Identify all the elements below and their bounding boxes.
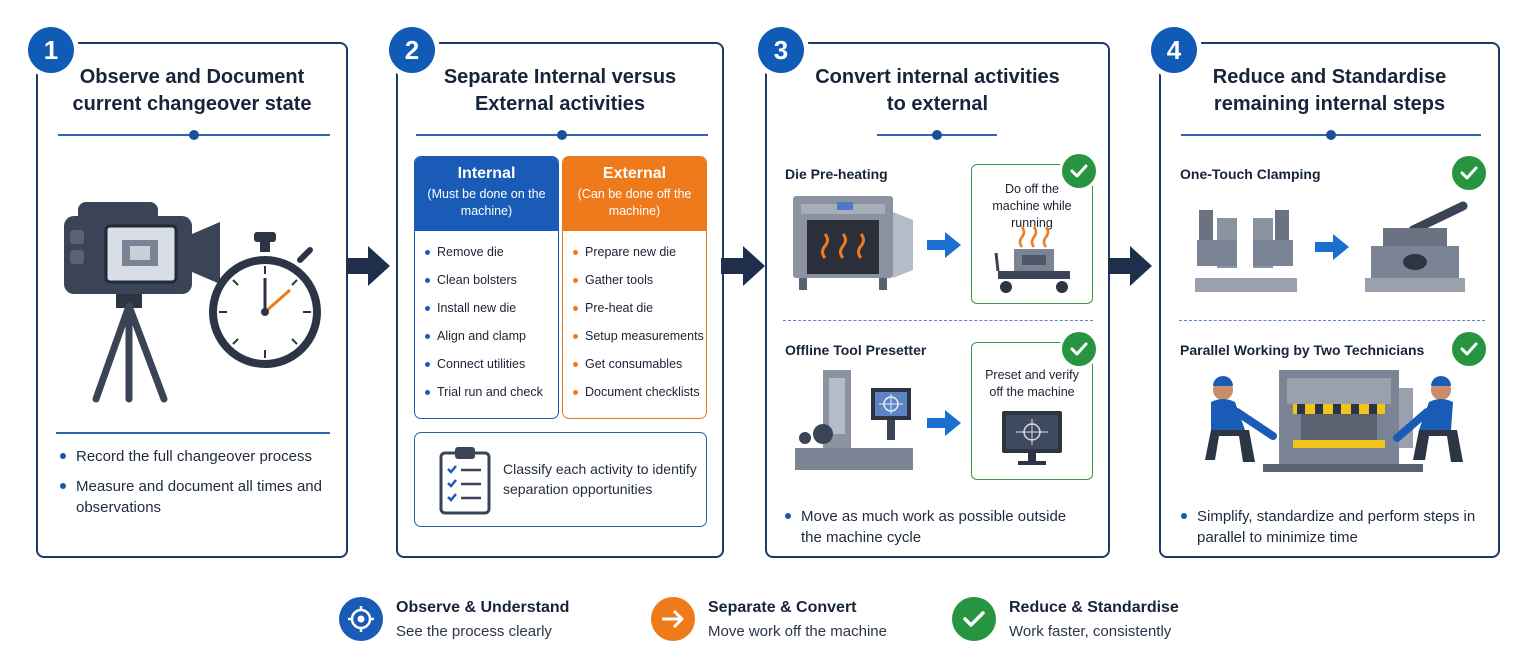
step-4-divider [1181, 130, 1481, 140]
check-icon [1452, 332, 1486, 366]
legend-subtitle: Work faster, consistently [1009, 623, 1172, 640]
step-1-bullets: Record the full changeover process Measu… [60, 446, 330, 527]
list-item: Gather tools [572, 273, 706, 301]
bullet: Measure and document all times and obser… [60, 476, 330, 518]
oven-icon [793, 196, 913, 290]
bullet: Move as much work as possible outside th… [785, 506, 1085, 548]
step-1-number-badge: 1 [28, 27, 74, 73]
list-item: Clean bolsters [424, 273, 558, 301]
step-4-number-badge: 4 [1151, 27, 1197, 73]
video-camera-icon [64, 202, 220, 403]
legend-separate: Separate & Convert Move work off the mac… [651, 597, 901, 643]
step-3-number-badge: 3 [758, 27, 804, 73]
step-3-title: Convert internal activities to external [815, 66, 1060, 115]
parallel-working-label: Parallel Working by Two Technicians [1180, 342, 1425, 358]
monitor-crosshair-icon [1002, 411, 1062, 465]
arrow-right-icon [927, 410, 961, 436]
stopwatch-icon [209, 232, 321, 368]
result-box-1: Do off the machine while running [971, 164, 1093, 304]
list-item: Setup measurements [572, 329, 706, 357]
list-item: Align and clamp [424, 329, 558, 357]
list-item: Remove die [424, 245, 558, 273]
check-icon [952, 597, 996, 641]
manual-clamps-icon [1195, 210, 1297, 292]
check-icon [1452, 156, 1486, 190]
legend-title: Observe & Understand [396, 599, 570, 616]
list-item: Trial run and check [424, 385, 558, 413]
legend-observe: Observe & Understand See the process cle… [339, 597, 589, 643]
step-2-number-badge: 2 [389, 27, 435, 73]
external-heading: External [602, 165, 667, 182]
one-touch-clamping-label: One-Touch Clamping [1180, 166, 1321, 182]
one-touch-clamp-icon [1365, 201, 1468, 292]
external-column: External (Can be done off the machine) P… [562, 156, 707, 419]
step-4-dashed-divider [1179, 320, 1485, 321]
internal-list: Remove die Clean bolsters Install new di… [415, 231, 558, 413]
list-item: Get consumables [572, 357, 706, 385]
legend-title: Reduce & Standardise [1009, 599, 1179, 616]
step-2-divider [416, 130, 708, 140]
check-icon [1062, 332, 1096, 366]
legend-title: Separate & Convert [708, 599, 857, 616]
step-3-dashed-divider [783, 320, 1093, 321]
step-1-panel: Observe and Document current changeover … [36, 42, 348, 558]
step-2-panel: Separate Internal versus External activi… [396, 42, 724, 558]
list-item: Document checklists [572, 385, 706, 413]
bullet: Simplify, standardize and perform steps … [1181, 506, 1481, 548]
step-1-divider [58, 130, 330, 140]
external-list: Prepare new die Gather tools Pre-heat di… [563, 231, 706, 413]
list-item: Connect utilities [424, 357, 558, 385]
target-icon [339, 597, 383, 641]
technician-left [1205, 376, 1277, 462]
check-icon [1062, 154, 1096, 188]
list-item: Pre-heat die [572, 301, 706, 329]
tool-presetter-label: Offline Tool Presetter [785, 342, 927, 358]
step-1-title: Observe and Document current changeover … [72, 66, 312, 115]
classify-text: Classify each activity to identify separ… [503, 461, 697, 497]
arrow-right-icon [651, 597, 695, 641]
list-item: Install new die [424, 301, 558, 329]
bullet: Record the full changeover process [60, 446, 330, 467]
step-1-lower-divider [56, 432, 330, 434]
technicians-press-icon [1205, 370, 1463, 472]
tool-presetter-icon [795, 370, 913, 470]
legend-subtitle: Move work off the machine [708, 623, 887, 640]
step-2-title: Separate Internal versus External activi… [443, 66, 677, 115]
arrow-right-icon [1108, 246, 1152, 286]
die-cart-icon [994, 226, 1070, 293]
external-note: (Can be done off the machine) [577, 187, 692, 218]
step-4-bullets: Simplify, standardize and perform steps … [1181, 506, 1481, 557]
result-1-text: Do off the machine while running [992, 182, 1072, 230]
step-3-panel: Convert internal activities to external … [765, 42, 1110, 558]
result-2-text: Preset and verify off the machine [985, 368, 1079, 399]
legend-subtitle: See the process clearly [396, 623, 552, 640]
internal-heading: Internal [457, 165, 516, 182]
internal-column: Internal (Must be done on the machine) R… [414, 156, 559, 419]
classify-box: Classify each activity to identify separ… [414, 432, 707, 527]
die-preheating-label: Die Pre-heating [785, 166, 888, 182]
arrow-right-icon [1315, 234, 1349, 260]
arrow-right-icon [346, 246, 390, 286]
arrow-right-icon [927, 232, 961, 258]
internal-note: (Must be done on the machine) [427, 187, 546, 218]
step-3-bullets: Move as much work as possible outside th… [785, 506, 1085, 557]
step-3-divider [877, 130, 997, 140]
list-item: Prepare new die [572, 245, 706, 273]
step-4-panel: Reduce and Standardise remaining interna… [1159, 42, 1500, 558]
arrow-right-icon [721, 246, 765, 286]
step-4-title: Reduce and Standardise remaining interna… [1212, 66, 1447, 115]
technician-right [1393, 376, 1463, 462]
legend-reduce: Reduce & Standardise Work faster, consis… [952, 597, 1202, 643]
clipboard-icon [439, 447, 491, 515]
